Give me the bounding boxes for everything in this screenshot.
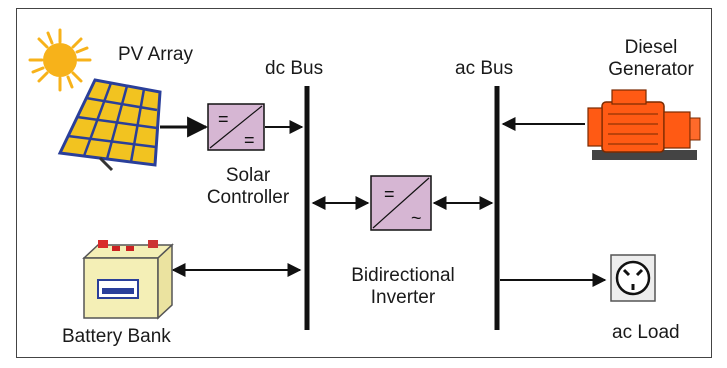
pv-panel-icon [57, 78, 162, 172]
ac-load-label: ac Load [612, 322, 680, 343]
solar-controller-out-symbol: = [244, 130, 255, 150]
inverter-out-symbol: ~ [411, 208, 422, 228]
battery-icon [82, 240, 174, 320]
bidirectional-inverter-label: Bidirectional Inverter [333, 265, 473, 309]
ac-bus-label: ac Bus [455, 58, 514, 79]
diesel-label-line1: Diesel [624, 37, 678, 58]
diesel-label-line2: Generator [608, 59, 694, 80]
solar-label-line2: Controller [206, 187, 290, 208]
inverter-label-line2: Inverter [370, 287, 436, 308]
inverter-label-line1: Bidirectional [351, 265, 455, 286]
sun-icon [28, 28, 92, 92]
diesel-generator-icon [587, 89, 701, 160]
inverter-box: = ~ [370, 175, 432, 231]
pv-array-label: PV Array [118, 44, 193, 65]
battery-bank-label: Battery Bank [62, 326, 171, 347]
diesel-generator-label: Diesel Generator [586, 37, 716, 81]
solar-controller-box: = = [207, 103, 265, 151]
inverter-in-symbol: = [384, 184, 395, 204]
ac-outlet-icon [610, 254, 656, 302]
solar-controller-in-symbol: = [218, 109, 229, 129]
solar-label-line1: Solar [225, 165, 271, 186]
dc-bus-label: dc Bus [265, 58, 324, 79]
solar-controller-label: Solar Controller [193, 165, 303, 209]
